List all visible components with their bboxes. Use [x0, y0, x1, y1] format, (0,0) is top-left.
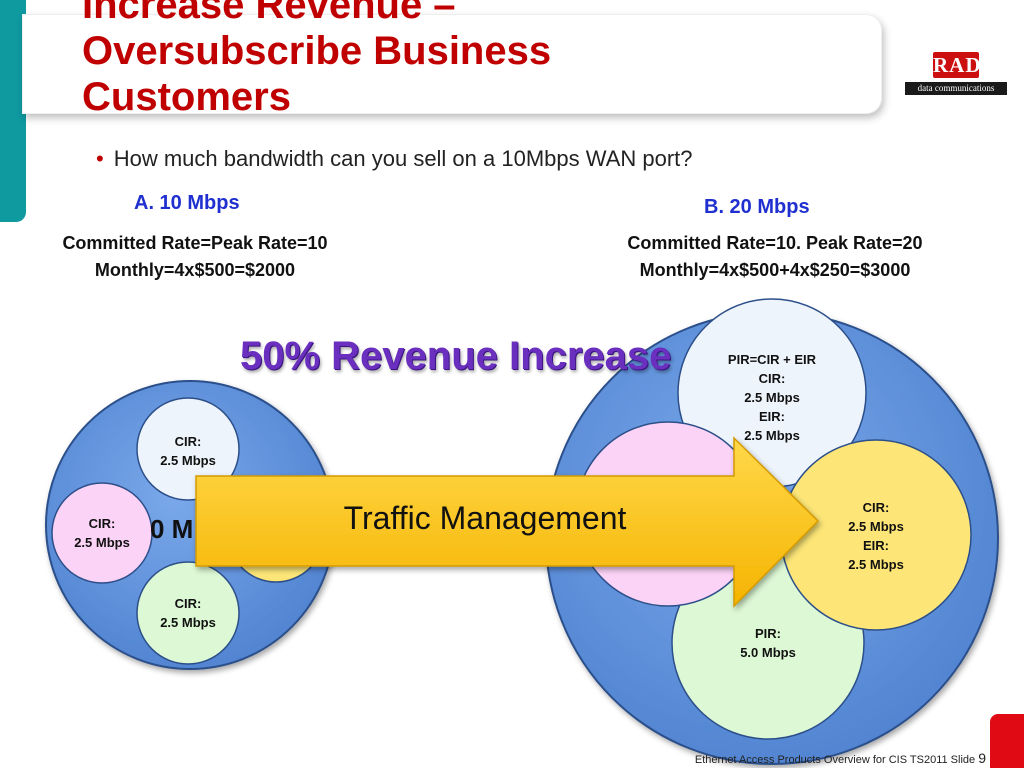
- right-top-cir-label: CIR:: [758, 371, 786, 386]
- logo-brand: RAD: [933, 53, 982, 77]
- bullet-question: • How much bandwidth can you sell on a 10…: [96, 146, 896, 172]
- left-top-cir-label: CIR:: [174, 434, 202, 449]
- right-top-eir-label: EIR:: [759, 409, 785, 424]
- option-a-line-2: Monthly=4x$500=$2000: [94, 260, 296, 280]
- right-bottom-pir-value: 5.0 Mbps: [740, 645, 796, 660]
- option-a-description: Committed Rate=Peak Rate=10 Monthly=4x$5…: [40, 230, 350, 284]
- bullet-dot-icon: •: [96, 146, 104, 171]
- traffic-management-arrow: [195, 436, 820, 608]
- title-line-1: Increase Revenue –: [82, 0, 456, 27]
- option-b-line-1: Committed Rate=10. Peak Rate=20: [627, 233, 923, 253]
- header-band: [22, 14, 882, 114]
- right-bottom-label: PIR: 5.0 Mbps: [728, 624, 808, 662]
- option-a-line-1: Committed Rate=Peak Rate=10: [62, 233, 328, 253]
- right-top-formula: PIR=CIR + EIR: [727, 352, 817, 367]
- slide-footer: Ethernet Access Products Overview for CI…: [695, 750, 986, 766]
- option-b-label: B. 20 Mbps: [704, 196, 810, 218]
- left-top-label: CIR: 2.5 Mbps: [148, 432, 228, 470]
- footer-text: Ethernet Access Products Overview for CI…: [694, 754, 976, 766]
- left-bottom-cir-value: 2.5 Mbps: [160, 615, 216, 630]
- option-b-line-2: Monthly=4x$500+4x$250=$3000: [639, 260, 911, 280]
- bullet-text: How much bandwidth can you sell on a 10M…: [113, 146, 693, 171]
- left-port-capacity-partial: 0 M: [150, 514, 194, 544]
- right-right-eir-value: 2.5 Mbps: [848, 557, 904, 572]
- revenue-increase-heading: 50% Revenue Increase: [240, 334, 672, 378]
- left-bottom-cir-label: CIR:: [174, 596, 202, 611]
- title-line-2: Oversubscribe Business: [82, 29, 552, 73]
- left-circle-top: [136, 397, 240, 501]
- teal-accent-bar: [0, 0, 26, 222]
- right-top-label: PIR=CIR + EIR CIR: 2.5 Mbps EIR: 2.5 Mbp…: [712, 350, 832, 445]
- option-b-description: Committed Rate=10. Peak Rate=20 Monthly=…: [600, 230, 950, 284]
- left-left-cir-label: CIR:: [88, 516, 116, 531]
- logo-mark: RAD: [933, 52, 982, 78]
- left-circle-left: [51, 482, 153, 584]
- right-bottom-pir-label: PIR:: [755, 626, 781, 641]
- logo-tagline: data communications: [905, 82, 1007, 95]
- slide-number: 9: [978, 750, 986, 766]
- left-top-cir-value: 2.5 Mbps: [160, 453, 216, 468]
- left-bottom-label: CIR: 2.5 Mbps: [148, 594, 228, 632]
- right-right-label: CIR: 2.5 Mbps EIR: 2.5 Mbps: [836, 498, 916, 574]
- rad-logo: RAD data communications: [905, 52, 1007, 96]
- right-right-eir-label: EIR:: [863, 538, 889, 553]
- right-top-eir-value: 2.5 Mbps: [744, 428, 800, 443]
- option-a-label: A. 10 Mbps: [134, 192, 240, 214]
- left-left-label: CIR: 2.5 Mbps: [62, 514, 142, 552]
- right-top-cir-value: 2.5 Mbps: [744, 390, 800, 405]
- traffic-management-label: Traffic Management: [343, 500, 627, 536]
- left-left-cir-value: 2.5 Mbps: [74, 535, 130, 550]
- slide-title: Increase Revenue – Oversubscribe Busines…: [82, 0, 702, 120]
- left-circle-bottom: [136, 561, 240, 665]
- right-right-cir-value: 2.5 Mbps: [848, 519, 904, 534]
- red-corner-tab: [990, 714, 1024, 768]
- right-right-cir-label: CIR:: [862, 500, 890, 515]
- title-line-3: Customers: [82, 75, 291, 119]
